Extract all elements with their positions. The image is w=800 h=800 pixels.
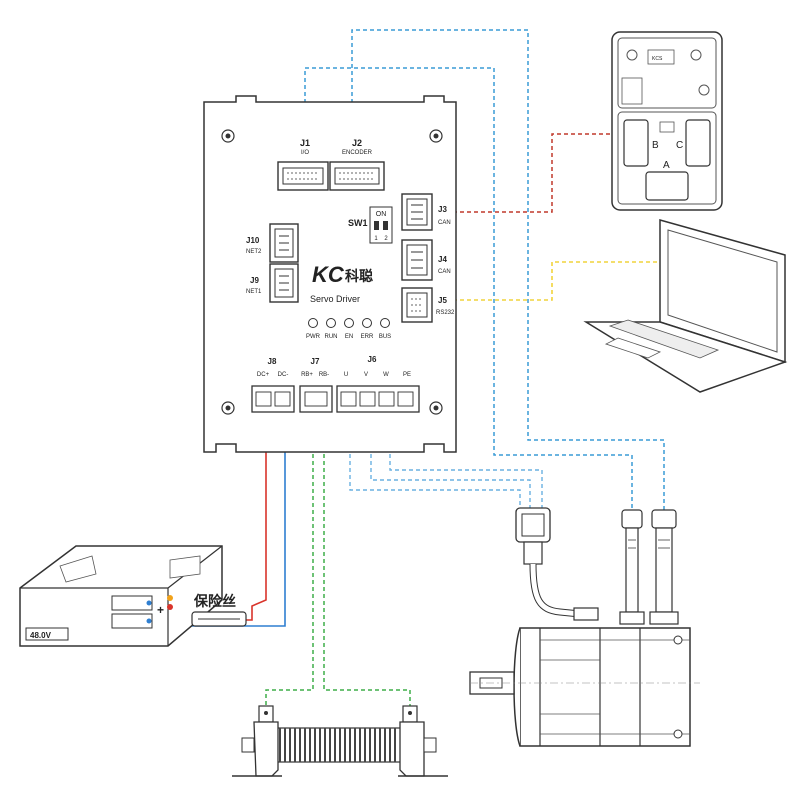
led-pwr	[308, 318, 318, 328]
j8-label: J8	[268, 357, 277, 366]
led-bus	[380, 318, 390, 328]
j7-terminal-block	[299, 385, 333, 413]
terminal-label: DC-	[278, 372, 289, 378]
rs232-cable	[432, 261, 660, 301]
j8-terminal-block	[251, 385, 295, 413]
j9-name: NET1	[246, 289, 262, 295]
motion-controller: KCS B C A	[611, 31, 723, 211]
j3-connector	[401, 193, 433, 231]
controller-brand: KCS	[652, 56, 663, 62]
servo-driver: J1 I/O J2 ENCODER SW1 ON 1 2 J3	[203, 95, 457, 453]
power-plus-label: +	[157, 603, 164, 617]
brake-resistor	[232, 705, 448, 777]
encoder-cable	[351, 29, 665, 510]
sw1-label: SW1	[348, 218, 368, 228]
controller-port-icon	[698, 84, 710, 96]
j3-label: J3	[438, 205, 447, 214]
j1-connector	[277, 161, 329, 191]
j6-terminal-block	[336, 385, 420, 413]
led-run	[326, 318, 336, 328]
dc-plus-cable	[240, 412, 267, 621]
j5-connector	[401, 287, 433, 323]
brand-logo-cn: 科聪	[345, 268, 373, 285]
j9-connector	[269, 263, 299, 303]
terminal-label: DC+	[257, 372, 270, 378]
power-supply: + 48.0V	[19, 545, 223, 647]
sw1-pos2: 2	[384, 236, 388, 242]
terminal-label: RB-	[319, 372, 329, 378]
brake-resistor-cable-1	[265, 412, 314, 708]
encoder-plug	[651, 509, 677, 529]
motor-phase-v	[370, 412, 531, 510]
can-cable	[432, 133, 612, 213]
j4-name: CAN	[438, 269, 451, 275]
j5-label: J5	[438, 296, 447, 305]
mounting-hole	[429, 129, 443, 143]
j1-name: I/O	[301, 150, 309, 156]
controller-port-b: B	[652, 140, 659, 151]
controller-port-c: C	[676, 140, 683, 151]
brand-logo: KC	[312, 262, 345, 287]
led-label: BUS	[379, 334, 391, 340]
fuse	[191, 611, 247, 627]
terminal-label: W	[383, 372, 389, 378]
power-voltage-label: 48.0V	[30, 631, 52, 640]
j2-connector	[329, 161, 385, 191]
dip-switch[interactable]	[369, 206, 393, 244]
terminal-label: RB+	[301, 372, 313, 378]
led-label: PWR	[306, 334, 321, 340]
j2-label: J2	[352, 138, 362, 148]
controller-port-a: A	[663, 160, 670, 171]
terminal-label: U	[344, 372, 348, 378]
status-leds: PWR RUN EN ERR BUS	[306, 318, 391, 340]
led-label: RUN	[325, 334, 338, 340]
led-en	[344, 318, 354, 328]
sw1-on-label: ON	[376, 211, 387, 218]
mounting-hole	[221, 129, 235, 143]
fuse-label: 保险丝	[193, 593, 236, 610]
resistor-coil	[279, 728, 396, 762]
j10-name: NET2	[246, 249, 262, 255]
j2-name: ENCODER	[342, 150, 373, 156]
j6-label: J6	[368, 355, 377, 364]
product-name: Servo Driver	[310, 294, 360, 304]
j3-name: CAN	[438, 220, 451, 226]
j10-label: J10	[246, 236, 260, 245]
laptop	[583, 219, 788, 393]
led-err	[362, 318, 372, 328]
j5-name: RS232	[436, 310, 455, 316]
sw1-pos1: 1	[374, 236, 378, 242]
led-label: EN	[345, 334, 353, 340]
j9-label: J9	[250, 276, 259, 285]
led-label: ERR	[361, 334, 374, 340]
j10-connector	[269, 223, 299, 263]
brake-resistor-cable-2	[323, 412, 411, 708]
j4-label: J4	[438, 255, 447, 264]
servo-motor	[469, 507, 700, 747]
io-cable	[304, 67, 633, 510]
j4-connector	[401, 239, 433, 281]
brake-plug	[621, 509, 643, 529]
j7-label: J7	[311, 357, 320, 366]
terminal-label: PE	[403, 372, 411, 378]
mounting-hole	[221, 401, 235, 415]
mounting-hole	[429, 401, 443, 415]
controller-port-icon	[626, 49, 638, 61]
terminal-label: V	[364, 372, 368, 378]
j1-label: J1	[300, 138, 310, 148]
controller-port-icon	[690, 49, 702, 61]
